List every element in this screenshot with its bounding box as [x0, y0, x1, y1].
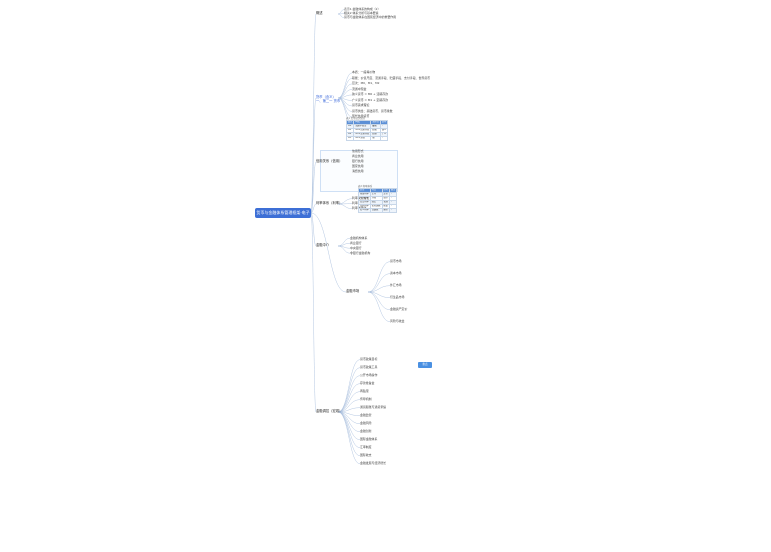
leaf-node[interactable]: 公开市场操作	[360, 373, 378, 377]
table-cell: 报价	[381, 208, 390, 213]
leaf-node[interactable]: 通货膨胀与通货紧缩	[360, 405, 387, 409]
leaf-link	[337, 13, 345, 18]
leaf-link	[337, 411, 361, 464]
leaf-node[interactable]: 资本市场	[390, 271, 402, 275]
leaf-node[interactable]: 商业信用	[352, 154, 364, 158]
table-header-row: 层次构成流动性说明	[345, 120, 389, 125]
section-sublabel: 一、第二一 货币	[316, 99, 341, 103]
leaf-link	[337, 72, 353, 99]
leaf-node[interactable]: 流通中现金	[352, 86, 367, 91]
leaf-node[interactable]: 表示1.金融体系的构成（2）	[344, 7, 381, 11]
leaf-node[interactable]: 衍生品市场	[390, 295, 405, 299]
section-node[interactable]: 信用关系（信用）	[316, 159, 343, 163]
table-cell: 弱	[370, 136, 381, 141]
section-link	[310, 212, 317, 413]
leaf-node[interactable]: 货币与金融体系在国民经济中的重要作用	[344, 15, 397, 19]
leaf-link	[337, 391, 361, 413]
leaf-node[interactable]: 货币政策工具	[360, 365, 378, 369]
leaf-link	[337, 411, 361, 448]
section-link	[310, 97, 317, 214]
section-node[interactable]: 利率体系（利率）	[316, 201, 343, 205]
leaf-link	[337, 407, 361, 413]
leaf-link	[337, 238, 351, 247]
leaf-node[interactable]: 相关2.体系分析与基本要素	[344, 11, 379, 15]
leaf-node[interactable]: 金融风险	[360, 421, 372, 425]
section-node[interactable]: 货币（含义）	[316, 95, 336, 99]
leaf-node[interactable]: 中央银行	[350, 245, 362, 250]
leaf-node[interactable]: 非银行金融机构	[350, 250, 371, 255]
leaf-node[interactable]: 存款准备金	[360, 381, 375, 385]
leaf-link	[337, 411, 361, 440]
leaf-node[interactable]: 现代信用货币	[352, 114, 370, 119]
leaf-node[interactable]: 金融机构体系	[350, 235, 368, 240]
leaf-node[interactable]: 货币供给：基础货币、货币乘数	[352, 108, 393, 113]
leaf-node[interactable]: 国际金融体系	[360, 437, 378, 441]
leaf-node[interactable]: 货币政策目标	[360, 357, 378, 361]
section-link	[310, 212, 317, 247]
table-row: 名义利率含通胀报价-	[358, 208, 398, 213]
section-link	[310, 203, 317, 214]
leaf-node[interactable]: 狭义货币 = M0 + 活期存款	[352, 92, 388, 97]
section-link	[310, 13, 317, 214]
table-cell: 名义利率	[358, 208, 371, 213]
leaf-node[interactable]: 本质：一般等价物	[352, 70, 376, 75]
section-link	[310, 161, 317, 214]
leaf-node[interactable]: 国际收支	[360, 453, 372, 457]
section-node[interactable]: 概述	[316, 11, 323, 15]
leaf-node[interactable]: 货币市场	[390, 259, 402, 263]
leaf-node[interactable]: 金融发展与经济增长	[360, 461, 387, 465]
leaf-node[interactable]: 广义货币 = M1 + 定期存款	[352, 97, 388, 102]
leaf-node[interactable]: 银行信用	[352, 159, 364, 163]
section-node[interactable]: 金融中介	[316, 243, 330, 247]
table-cell: M2+其他	[353, 136, 372, 141]
leaf-link	[337, 203, 353, 209]
leaf-node[interactable]: 信用形式	[352, 149, 364, 153]
section-link	[310, 212, 347, 293]
leaf-node[interactable]: 风险与收益	[390, 319, 405, 323]
table-caption: 表2 利率体系	[358, 185, 373, 188]
leaf-link	[337, 367, 361, 413]
table-cell: 含通胀	[369, 208, 383, 213]
table-cell: -	[388, 208, 398, 213]
leaf-node[interactable]: 利率结构	[352, 201, 364, 205]
table-cell: -	[379, 136, 389, 141]
leaf-node[interactable]: 金融资产定价	[390, 307, 408, 311]
section-node[interactable]: 金融调控（宏观）	[316, 409, 343, 413]
leaf-node[interactable]: 传导机制	[360, 397, 372, 401]
leaf-link	[337, 359, 361, 413]
leaf-node[interactable]: 商业银行	[350, 240, 362, 245]
leaf-link	[367, 291, 391, 322]
leaf-node[interactable]: 再贴现	[360, 389, 369, 393]
leaf-link	[337, 411, 361, 432]
leaf-node[interactable]: 国家信用	[352, 164, 364, 168]
leaf-link	[337, 399, 361, 413]
section-node[interactable]: 金融市场	[346, 289, 360, 293]
leaf-link	[337, 375, 361, 413]
leaf-link	[337, 411, 361, 456]
table-caption: 表1 货币层次划分	[346, 117, 366, 120]
leaf-link	[367, 261, 391, 293]
leaf-node[interactable]: 消费信用	[352, 169, 364, 173]
leaf-node[interactable]: 外汇市场	[390, 283, 402, 287]
root-node[interactable]: 货币与金融体系管理框架·电子	[255, 208, 311, 218]
leaf-node[interactable]: 金融监管	[360, 413, 372, 417]
leaf-link	[367, 273, 391, 293]
leaf-node[interactable]: 货币需求理论	[352, 103, 370, 108]
leaf-node[interactable]: 层次：M0、M1、M2	[352, 81, 380, 86]
leaf-node[interactable]: 汇率制度	[360, 445, 372, 449]
leaf-node[interactable]: 职能：价值尺度、流通手段、贮藏手段、支付手段、世界货币	[352, 75, 431, 80]
leaf-link	[337, 245, 351, 254]
data-table: 类型特点作用备注基准利率主导定价-市场利率浮动调节-官定利率固定管理-实际利率扣…	[358, 188, 398, 213]
leaf-node[interactable]: 金融创新	[360, 429, 372, 433]
leaf-link	[367, 285, 391, 293]
highlight-tag: 重点	[418, 362, 432, 368]
table-cell: M3	[345, 136, 355, 141]
